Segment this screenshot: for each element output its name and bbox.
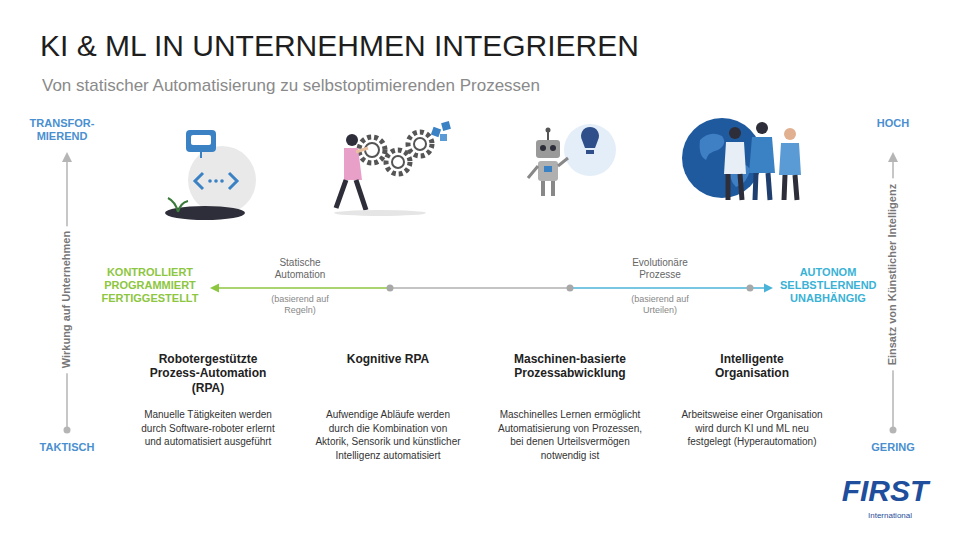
stage-heading: Robotergestützte Prozess-Automation (RPA… <box>138 352 278 395</box>
axis-line <box>570 287 766 289</box>
axis-end-label: TRANSFOR- MIEREND <box>26 117 98 143</box>
subtitle: Von statischer Automatisierung zu selbst… <box>42 76 540 96</box>
axis-dot <box>567 285 574 292</box>
arrow-head <box>210 284 219 293</box>
axis-dot <box>747 285 754 292</box>
rpa-icon <box>165 130 256 220</box>
stage-text: Aufwendige Abläufe werden durch die Komb… <box>315 408 461 462</box>
stage-heading: Intelligente Organisation <box>682 352 822 381</box>
phase-note: (basierend auf Urteilen) <box>620 294 700 316</box>
axis-dot <box>64 427 71 434</box>
phase-note: (basierend auf Regeln) <box>260 294 340 316</box>
scale-end-label: AUTONOM SELBSTLERNEND UNABHÄNGIG <box>780 266 876 306</box>
scale-end-label: KONTROLLIERT PROGRAMMIERT FERTIGGESTELLT <box>94 266 206 306</box>
stage-heading: Maschinen-basierte Prozessabwicklung <box>495 352 645 381</box>
robot-icon <box>528 124 616 196</box>
logo-text: FIRST <box>842 474 929 507</box>
logo-subtext: International <box>868 511 912 521</box>
axis-title: Einsatz von Künstlicher Intelligenz <box>886 179 899 371</box>
arrow-head <box>888 152 898 162</box>
arrow-head <box>764 284 773 293</box>
axis-end-label: TAKTISCH <box>40 441 95 454</box>
stage-text: Manuelle Tätigkeiten werden durch Softwa… <box>135 408 281 449</box>
axis-end-label: HOCH <box>877 117 909 130</box>
axis-line <box>216 287 390 289</box>
stage-text: Arbeitsweise einer Organisation wird dur… <box>679 408 825 449</box>
axis-end-label: GERING <box>871 441 914 454</box>
phase-label: Statische Automation <box>260 257 340 281</box>
axis-title: Wirkung auf Unternehmen <box>60 226 73 373</box>
phase-label: Evolutionäre Prozesse <box>620 257 700 281</box>
arrow-head <box>62 152 72 162</box>
organisation-icon <box>682 118 801 200</box>
axis-dot <box>890 427 897 434</box>
stage-text: Maschinelles Lernen ermöglicht Automatis… <box>497 408 643 462</box>
stage-heading: Kognitive RPA <box>318 352 458 366</box>
gears-icon <box>334 121 451 216</box>
axis-line <box>390 287 570 289</box>
axis-dot <box>387 285 394 292</box>
title: KI & ML IN UNTERNEHMEN INTEGRIEREN <box>40 28 639 64</box>
